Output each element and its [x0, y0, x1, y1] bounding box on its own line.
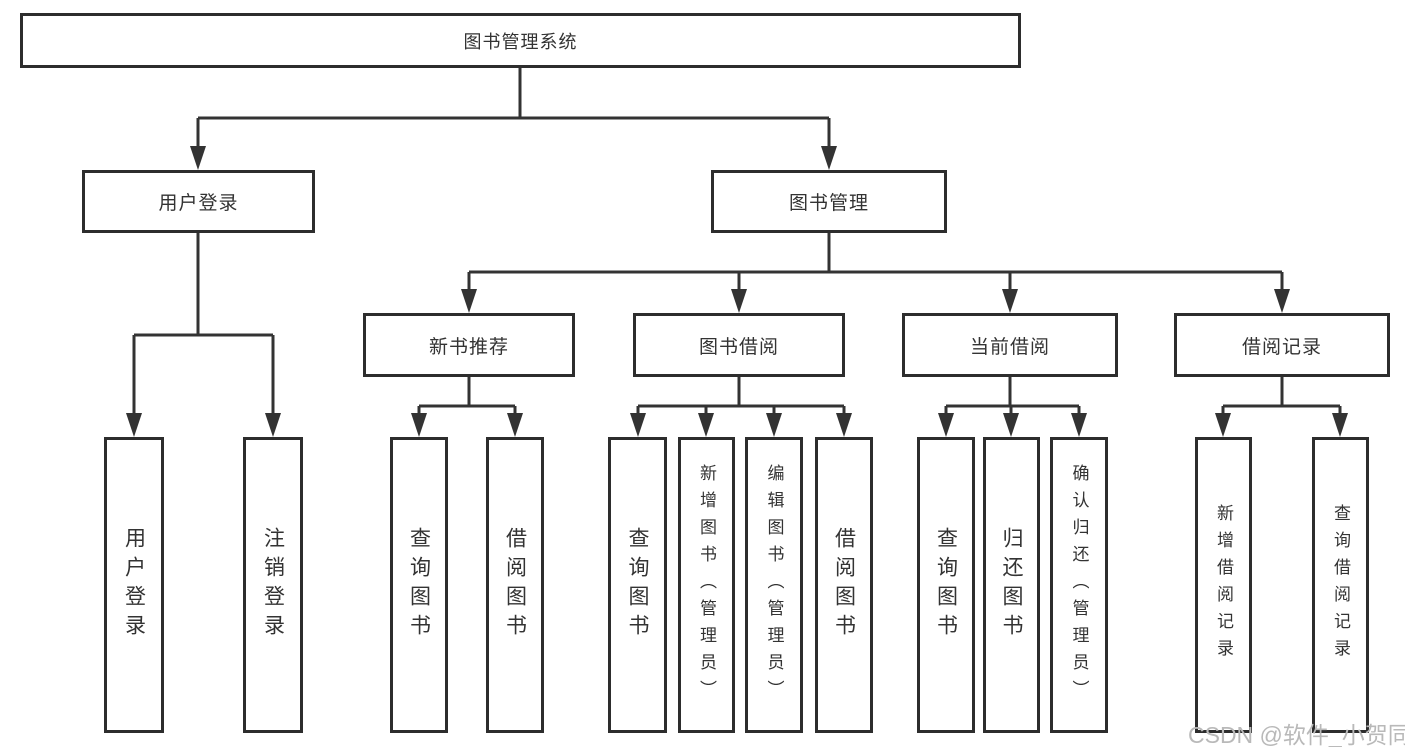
leaf-borrowing-edit-book-admin: 编辑图书（管理员）: [745, 437, 803, 733]
node-label: 图书借阅: [698, 336, 779, 358]
arrowhead: [698, 413, 714, 437]
node-label: 当前借阅: [969, 336, 1050, 358]
arrowhead: [766, 413, 782, 437]
node-label: 借阅记录: [1241, 336, 1322, 358]
arrowhead: [126, 413, 142, 437]
arrowhead: [836, 413, 852, 437]
leaf-records-add-borrow-record: 新增借阅记录: [1195, 437, 1252, 733]
node-label: 用户登录: [158, 193, 239, 214]
connector-line: [196, 68, 831, 150]
leaf-label: 查询图书: [407, 527, 431, 643]
arrowhead: [190, 146, 206, 170]
connector-new-book-recommend-to-leaves: [411, 377, 523, 437]
leaf-current-return-books: 归还图书: [983, 437, 1040, 733]
leaf-label: 新增借阅记录: [1214, 504, 1233, 666]
connector-line: [467, 233, 1284, 292]
leaf-label: 注销登录: [261, 527, 285, 643]
leaf-recommend-borrow-books: 借阅图书: [486, 437, 544, 733]
connector-user-login-to-leaves: [126, 233, 281, 437]
node-user-login: 用户登录: [82, 170, 315, 233]
arrowhead: [1274, 289, 1290, 313]
arrowhead: [1002, 289, 1018, 313]
leaf-borrowing-borrow-books: 借阅图书: [815, 437, 873, 733]
node-borrowing-records: 借阅记录: [1174, 313, 1390, 377]
node-label: 图书管理: [788, 193, 869, 214]
leaf-label: 用户登录: [122, 527, 146, 643]
leaf-borrowing-add-book-admin: 新增图书（管理员）: [678, 437, 735, 733]
leaf-label: 查询图书: [626, 527, 649, 643]
leaf-label: 查询借阅记录: [1331, 504, 1350, 666]
arrowhead: [1003, 413, 1019, 437]
arrowhead: [1071, 413, 1087, 437]
connector-line: [417, 377, 517, 418]
arrowhead: [411, 413, 427, 437]
leaf-label: 借阅图书: [832, 527, 856, 643]
connector-line: [636, 377, 846, 418]
connector-current-borrowing-to-leaves: [938, 377, 1087, 437]
node-book-borrowing: 图书借阅: [633, 313, 845, 377]
arrowhead: [938, 413, 954, 437]
leaf-logout: 注销登录: [243, 437, 303, 733]
node-label: 图书管理系统: [463, 31, 578, 52]
arrowhead: [265, 413, 281, 437]
arrowhead: [630, 413, 646, 437]
leaf-label: 借阅图书: [503, 527, 527, 643]
node-root-library-management-system: 图书管理系统: [20, 13, 1021, 68]
node-label: 新书推荐: [428, 336, 509, 358]
arrowhead: [1215, 413, 1231, 437]
node-current-borrowing: 当前借阅: [902, 313, 1118, 377]
connector-line: [944, 377, 1081, 418]
node-book-management: 图书管理: [711, 170, 947, 233]
leaf-label: 确认归还（管理员）: [1069, 463, 1089, 707]
arrowhead: [1332, 413, 1348, 437]
connector-borrowing-records-to-leaves: [1215, 377, 1348, 437]
connector-book-management-to-level3: [461, 233, 1290, 313]
leaf-user-login: 用户登录: [104, 437, 164, 733]
connector-line: [132, 233, 275, 418]
leaf-label: 归还图书: [1000, 527, 1023, 643]
leaf-label: 编辑图书（管理员）: [764, 463, 784, 707]
node-new-book-recommend: 新书推荐: [363, 313, 575, 377]
leaf-current-query-books: 查询图书: [917, 437, 975, 733]
leaf-records-query-borrow-record: 查询借阅记录: [1312, 437, 1369, 733]
arrowhead: [461, 289, 477, 313]
connector-book-borrowing-to-leaves: [630, 377, 852, 437]
leaf-label: 查询图书: [934, 527, 958, 643]
connector-line: [1221, 377, 1342, 418]
arrowhead: [731, 289, 747, 313]
leaf-label: 新增图书（管理员）: [697, 463, 716, 707]
connector-root-to-level2: [190, 68, 837, 170]
leaf-recommend-query-books: 查询图书: [390, 437, 448, 733]
watermark: CSDN @软件_小贺同学: [1188, 722, 1405, 747]
leaf-current-confirm-return-admin: 确认归还（管理员）: [1050, 437, 1108, 733]
arrowhead: [507, 413, 523, 437]
leaf-borrowing-query-books: 查询图书: [608, 437, 667, 733]
arrowhead: [821, 146, 837, 170]
